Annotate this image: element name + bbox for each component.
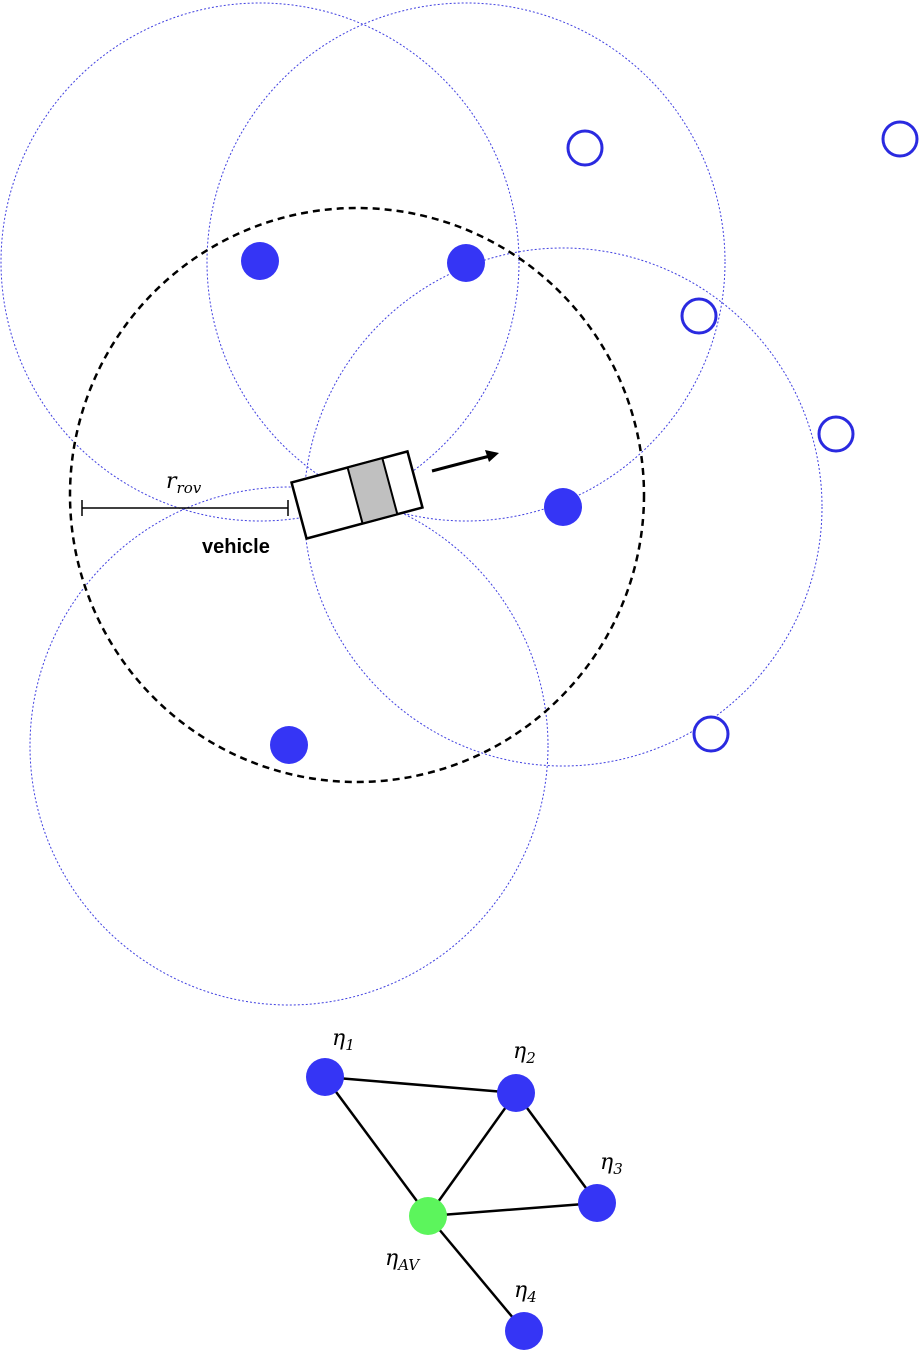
- range-circle-node-1: [0, 2, 520, 522]
- graph-edge: [427, 1201, 598, 1218]
- graph-node-label-1: η1: [332, 1026, 355, 1054]
- range-circle-node-4: [29, 486, 549, 1006]
- direction-arrow-icon: [431, 450, 499, 473]
- graph-node-eta-3: [578, 1184, 616, 1222]
- in-range-node: [241, 242, 279, 280]
- radius-label: rrov: [166, 469, 202, 497]
- graph-node-label-2: η2: [513, 1039, 536, 1067]
- out-of-range-node: [566, 129, 604, 167]
- radius-marker: [81, 500, 289, 516]
- vehicle-icon: [290, 449, 424, 541]
- graph-edge: [324, 1075, 517, 1095]
- in-range-node: [447, 244, 485, 282]
- out-of-range-node: [817, 415, 855, 453]
- vehicle-range-circle: [68, 206, 646, 784]
- out-of-range-node: [692, 715, 730, 753]
- graph-edge: [426, 1092, 518, 1217]
- graph-node-label-3: η3: [600, 1150, 623, 1178]
- out-of-range-node: [680, 297, 718, 335]
- graph-edge: [323, 1076, 430, 1217]
- in-range-node: [544, 488, 582, 526]
- graph-node-eta-1: [306, 1058, 344, 1096]
- graph-edge: [514, 1092, 599, 1204]
- graph-node-eta-2: [497, 1074, 535, 1112]
- range-circle-node-2: [206, 2, 726, 522]
- graph-edge: [427, 1215, 525, 1332]
- out-of-range-node: [881, 120, 919, 158]
- graph-node-eta-av: [409, 1197, 447, 1235]
- in-range-node: [270, 726, 308, 764]
- graph-node-label-av: ηAV: [385, 1246, 421, 1274]
- connectivity-graph: η1 η2 η3 η4 ηAV: [306, 1026, 623, 1350]
- graph-node-label-4: η4: [514, 1278, 537, 1306]
- graph-node-eta-4: [505, 1312, 543, 1350]
- vehicle-label: vehicle: [202, 536, 270, 558]
